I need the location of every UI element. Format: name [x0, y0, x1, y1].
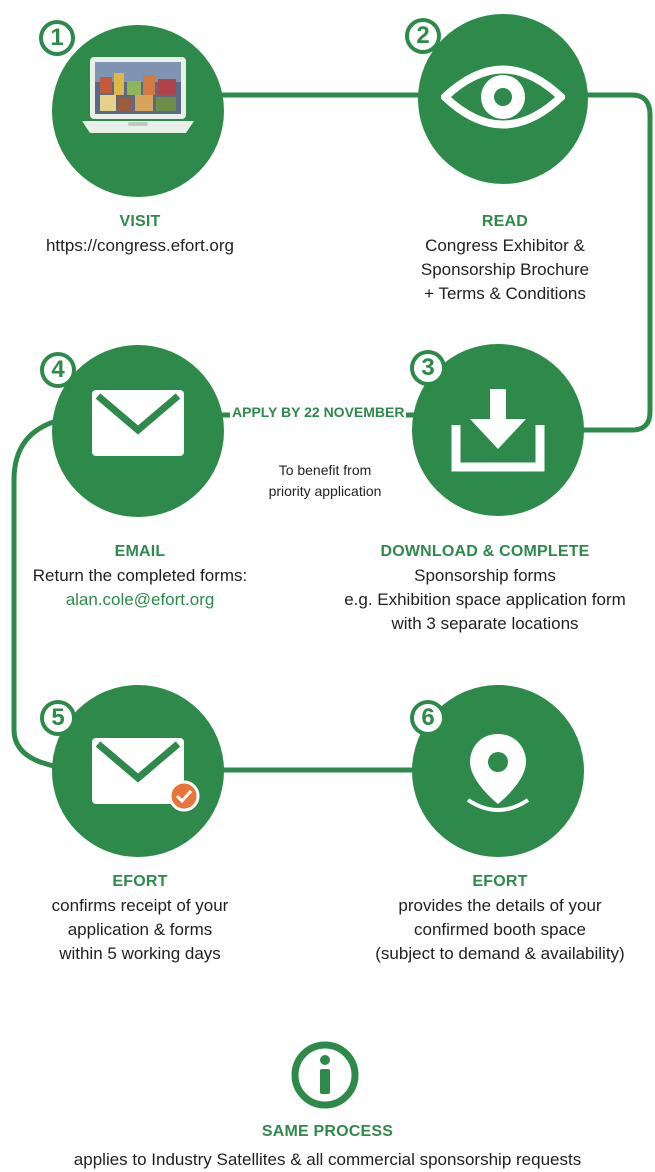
step-5-line-3: within 5 working days [59, 944, 221, 963]
step-3-line-3: with 3 separate locations [391, 614, 579, 633]
eye-icon [441, 65, 565, 129]
step-4-badge: 4 [40, 352, 76, 388]
step-2-badge: 2 [405, 18, 441, 54]
info-icon [291, 1041, 359, 1109]
step-4-text: EMAIL Return the completed forms: alan.c… [10, 540, 270, 612]
step-2-text: READ Congress Exhibitor & Sponsorship Br… [380, 210, 630, 306]
step-5-badge: 5 [40, 700, 76, 736]
envelope-check-icon [92, 738, 200, 812]
location-pin-icon [466, 734, 530, 812]
priority-note-line-2: priority application [268, 483, 382, 499]
same-process-title: SAME PROCESS [261, 1123, 394, 1140]
download-icon [451, 389, 545, 472]
step-5-line-1: confirms receipt of your [51, 896, 229, 915]
step-1-title: VISIT [119, 213, 161, 230]
step-4-line-1: Return the completed forms: [32, 566, 248, 585]
step-6-line-3: (subject to demand & availability) [375, 944, 625, 963]
step-3-line-1: Sponsorship forms [414, 566, 556, 585]
step-2-line-3: + Terms & Conditions [424, 284, 586, 303]
step-2-line-1: Congress Exhibitor & [425, 236, 585, 255]
step-6-line-1: provides the details of your [398, 896, 602, 915]
same-process-text: SAME PROCESS applies to Industry Satelli… [10, 1120, 645, 1172]
step-3-title: DOWNLOAD & COMPLETE [380, 543, 590, 560]
envelope-icon [92, 390, 184, 456]
step-5-title: EFORT [112, 873, 168, 890]
step-5-line-2: application & forms [67, 920, 213, 939]
laptop-icon [82, 57, 194, 133]
step-6-line-2: confirmed booth space [414, 920, 586, 939]
step-6-text: EFORT provides the details of your confi… [350, 870, 650, 966]
priority-note-line-1: To benefit from [278, 462, 372, 478]
step-4-email-link[interactable]: alan.cole@efort.org [65, 590, 215, 609]
step-6-badge: 6 [410, 700, 446, 736]
step-3-line-2: e.g. Exhibition space application form [344, 590, 626, 609]
apply-deadline-banner: APPLY BY 22 NOVEMBER [230, 404, 407, 420]
step-2-title: READ [481, 213, 529, 230]
step-1-badge: 1 [39, 20, 75, 56]
priority-note: To benefit from priority application [240, 460, 410, 502]
step-1-text: VISIT https://congress.efort.org [10, 210, 270, 258]
same-process-description: applies to Industry Satellites & all com… [73, 1150, 582, 1169]
step-2-line-2: Sponsorship Brochure [420, 260, 590, 279]
step-1-url[interactable]: https://congress.efort.org [45, 236, 235, 255]
connector-4-5 [11, 417, 63, 771]
step-4-title: EMAIL [114, 543, 166, 560]
step-5-text: EFORT confirms receipt of your applicati… [10, 870, 270, 966]
step-3-text: DOWNLOAD & COMPLETE Sponsorship forms e.… [320, 540, 650, 636]
step-6-title: EFORT [472, 873, 528, 890]
step-3-badge: 3 [410, 350, 446, 386]
connector-2-3 [557, 92, 653, 433]
